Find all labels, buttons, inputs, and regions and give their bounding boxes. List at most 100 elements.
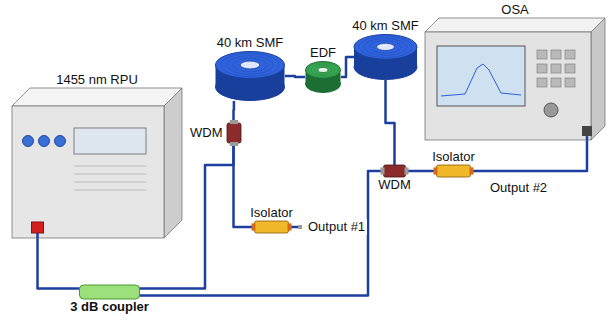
component-cap: [470, 167, 474, 174]
spool-top: [216, 52, 285, 79]
optical-fiber: [234, 146, 251, 227]
fiber-spool: 40 km SMF: [215, 35, 285, 101]
component-cap: [405, 167, 409, 174]
spool-hub: [318, 67, 328, 72]
housing-side: [591, 18, 605, 140]
spool-winding: [314, 66, 332, 75]
wdm-coupler: WDM: [378, 165, 411, 193]
fiber-spool: 40 km SMF: [352, 18, 419, 80]
device-label: OSA: [501, 2, 528, 18]
device-label: Isolator: [432, 149, 475, 165]
fiber-stub: [36, 233, 39, 238]
component-body: [255, 221, 289, 233]
device-label: WDM: [378, 177, 411, 193]
key: [565, 50, 575, 59]
output-label: Output #2: [488, 180, 549, 196]
device-label: Isolator: [250, 205, 293, 221]
fiber-coupler-drawing: [70, 285, 149, 299]
spool-hub: [240, 61, 260, 69]
isolator-shape: [252, 221, 292, 233]
isolator-drawing: [432, 165, 475, 177]
device-label: 3 dB coupler: [70, 299, 149, 315]
optical-fiber: [386, 80, 395, 165]
spectrum-analyzer-drawing: [425, 18, 605, 140]
housing-side: [164, 88, 182, 238]
output-port: [32, 222, 44, 233]
optical-fiber: [475, 140, 587, 171]
wdm-coupler-drawing: [227, 120, 241, 146]
pump-unit-drawing: [12, 88, 182, 238]
fiber-coupler: 3 dB coupler: [70, 285, 149, 315]
wdm-coupler-shape: [381, 165, 409, 177]
key: [551, 64, 561, 73]
spool-winding: [311, 64, 335, 76]
display: [74, 128, 146, 154]
key: [565, 64, 575, 73]
fiber-spool-shape: [354, 35, 417, 80]
coupler-body: [80, 285, 140, 299]
spectrum-analyzer-shape: [425, 18, 605, 140]
component-cap: [381, 167, 385, 174]
device-label: 1455 nm RPU: [56, 72, 138, 88]
spool-winding: [227, 56, 273, 74]
spool-winding: [233, 58, 267, 72]
panel-line: [74, 190, 146, 191]
component-cap: [229, 120, 237, 124]
wdm-coupler: WDM: [190, 120, 241, 146]
spectrum-trace: [441, 64, 521, 96]
wdm-coupler-shape: [227, 120, 241, 146]
component-cap: [229, 142, 237, 146]
optical-fiber: [285, 76, 305, 77]
component-cap: [252, 223, 256, 230]
housing-front: [12, 106, 164, 238]
spool-hub: [377, 43, 395, 50]
spool-winding: [364, 38, 406, 55]
fiber-spool-drawing: [215, 51, 285, 101]
isolator: Isolator: [250, 205, 293, 233]
button: [39, 136, 50, 147]
spool-winding: [370, 41, 401, 54]
device-label: EDF: [310, 45, 336, 61]
edf-spool-drawing: [305, 61, 341, 93]
optical-fiber: [341, 57, 352, 77]
fiber-connector: [298, 225, 302, 229]
component-cap: [288, 223, 292, 230]
fiber-coupler-shape: [80, 285, 140, 299]
button: [55, 136, 66, 147]
output-fiber: [293, 226, 302, 229]
spool-winding: [359, 36, 412, 57]
button: [23, 136, 34, 147]
isolator-drawing: [250, 221, 293, 233]
device-label: 40 km SMF: [352, 18, 418, 34]
panel-line: [74, 182, 146, 183]
key: [537, 64, 547, 73]
housing-top: [425, 18, 605, 32]
optical-fiber: [232, 101, 235, 120]
panel-line: [74, 174, 146, 175]
component-body: [227, 123, 241, 143]
edf-spool-shape: [306, 62, 341, 93]
key: [551, 50, 561, 59]
spectrum-analyzer: OSA: [425, 2, 605, 140]
device-label: WDM: [190, 125, 223, 141]
fiber-spool-drawing: [352, 34, 419, 80]
component-body: [384, 165, 406, 177]
spool-winding: [221, 53, 279, 76]
component-cap: [434, 167, 438, 174]
isolator-shape: [434, 165, 474, 177]
edf-spool: EDF: [305, 45, 341, 93]
isolator: Isolator: [432, 149, 475, 177]
key: [551, 78, 561, 87]
key: [537, 78, 547, 87]
component-body: [437, 165, 471, 177]
optical-fiber: [411, 170, 432, 173]
pump-unit-shape: [12, 88, 182, 238]
panel-line: [74, 166, 146, 167]
key: [537, 50, 547, 59]
housing-top: [12, 88, 182, 106]
spool-top: [306, 62, 341, 79]
optical-fiber: [149, 171, 378, 296]
fiber-stub: [586, 136, 589, 140]
optical-fiber: [38, 238, 71, 289]
